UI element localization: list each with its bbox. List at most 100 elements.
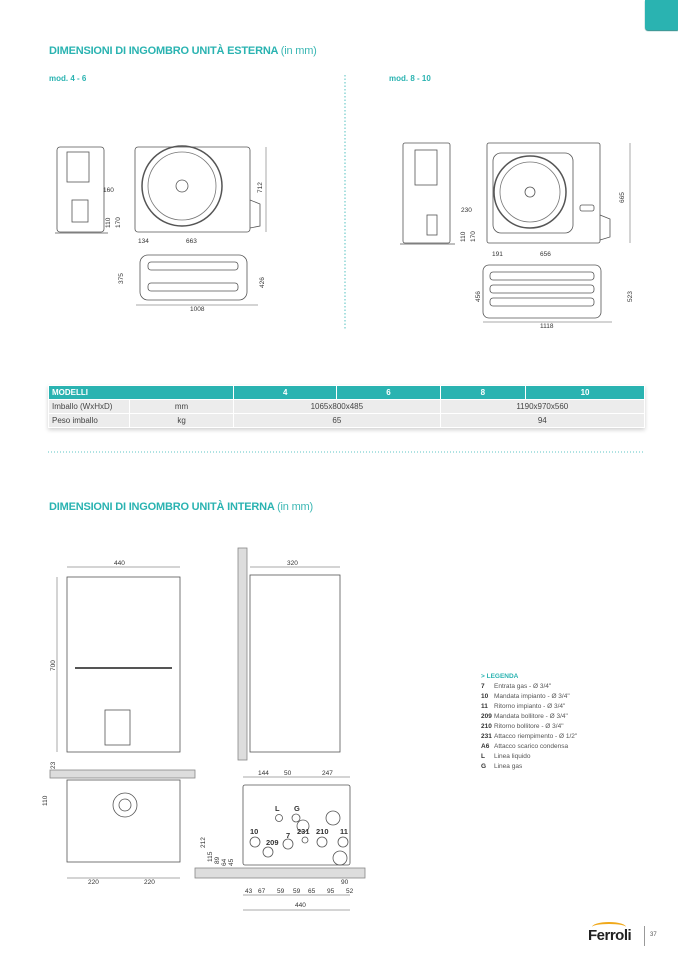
header-cell: 10 [525,385,645,400]
indoor-unit-side-drawing [237,547,341,761]
dim-label: 134 [138,238,149,245]
row-label: Imballo (WxHxD) [48,399,130,414]
dim-label: 65 [308,888,316,895]
dim-label: 212 [200,837,207,848]
legend-key: 11 [481,703,488,710]
table-row: Imballo (WxHxD) mm 1065x800x485 1190x970… [48,399,646,414]
dim-label: 700 [50,660,57,671]
legend-key: L [481,753,485,760]
legend-value: Entrata gas - Ø 3/4" [494,683,552,690]
dim-label: 23 [50,761,57,769]
legend-value: Attacco riempimento - Ø 1/2" [494,733,578,740]
dim-label: 52 [346,888,354,895]
indoor-unit-connections-drawing [194,776,366,911]
page-number-divider [644,926,645,946]
dim-label: 90 [341,879,349,886]
connection-label: L [275,804,280,813]
row-label: Peso imballo [48,413,130,428]
dim-label: 59 [277,888,285,895]
section-title-text: DIMENSIONI DI INGOMBRO UNITÀ INTERNA [49,501,275,513]
dim-label: 230 [461,207,472,214]
legend-key: G [481,763,487,770]
dim-label: 110 [460,231,467,242]
legend-item: 10 Mandata impianto - Ø 3/4" [481,692,577,702]
dim-label: 43 [245,888,253,895]
header-cell: 6 [336,385,441,400]
dim-label: 89 [214,856,221,864]
dim-label: 440 [295,902,306,909]
row-unit: mm [128,399,235,414]
section-title-unit: (in mm) [280,45,317,57]
legend-key: 10 [481,693,489,700]
dim-label: 440 [114,560,125,567]
dim-label: 144 [258,770,269,777]
header-cell: 8 [439,385,527,400]
connection-label: 7 [286,831,290,840]
legend-value: Linea gas [494,763,523,770]
legend-item: 7 Entrata gas - Ø 3/4" [481,682,577,692]
table-row: Peso imballo kg 65 94 [48,413,646,428]
dim-label: 191 [492,251,503,258]
legend-key: 7 [481,683,485,690]
section-title-external: DIMENSIONI DI INGOMBRO UNITÀ ESTERNA (in… [49,45,317,57]
page-number: 37 [650,932,657,938]
legend-heading: > LEGENDA [481,673,519,680]
dim-label: 656 [540,251,551,258]
legend-value: Mandata impianto - Ø 3/4" [494,693,570,700]
model-label-8-10: mod. 8 - 10 [389,74,431,83]
dim-label: 320 [287,560,298,567]
indoor-unit-front-drawing [49,566,196,879]
legend-value: Ritorno bollitore - Ø 3/4" [494,723,564,730]
legend-value: Ritorno impianto - Ø 3/4" [494,703,566,710]
logo-arc-icon [592,922,626,932]
outdoor-unit-4-6-drawing [55,145,267,306]
dim-label: 95 [327,888,335,895]
model-label-4-6: mod. 4 - 6 [49,74,87,83]
legend-item: 11 Ritorno impianto - Ø 3/4" [481,702,577,712]
row-value: 1190x970x560 [439,399,646,414]
dim-label: 115 [207,851,214,862]
row-unit: kg [128,413,235,428]
outdoor-unit-8-10-drawing [400,142,631,323]
brand-logo: Ferroli [588,927,632,944]
models-table: MODELLI 4 6 8 10 Imballo (WxHxD) mm 1065… [47,385,646,428]
dim-label: 50 [284,770,292,777]
row-value: 1065x800x485 [233,399,441,414]
dim-label: 426 [259,277,266,288]
dim-label: 456 [475,291,482,302]
row-value: 94 [439,413,646,428]
legend-value: Mandata bollitore - Ø 3/4" [494,713,568,720]
dim-label: 1118 [540,323,554,330]
dim-label: 110 [105,217,112,228]
dim-label: 160 [103,187,114,194]
legend-key: 209 [481,713,492,720]
dim-label: 523 [627,291,634,302]
table-header-row: MODELLI 4 6 8 10 [47,385,645,400]
section-title-internal: DIMENSIONI DI INGOMBRO UNITÀ INTERNA (in… [49,501,313,513]
dim-label: 59 [293,888,301,895]
dim-label: 220 [144,879,155,886]
dim-label: 663 [186,238,197,245]
connection-label: 209 [266,838,279,847]
section-title-text: DIMENSIONI DI INGOMBRO UNITÀ ESTERNA [49,45,278,57]
header-cell: MODELLI [47,385,235,400]
dim-label: 170 [470,231,477,242]
connection-label: 11 [340,827,348,836]
legend-key: A6 [481,743,490,750]
connection-label: 10 [250,827,258,836]
page-tab-marker [645,0,678,30]
dim-label: 375 [118,273,125,284]
legend-key: 210 [481,723,492,730]
connection-label: G [294,804,300,813]
dim-label: 665 [619,192,626,203]
dim-label: 712 [257,182,264,193]
legend-item: G Linea gas [481,762,577,772]
connection-label: 231 [297,827,310,836]
dim-label: 220 [88,879,99,886]
